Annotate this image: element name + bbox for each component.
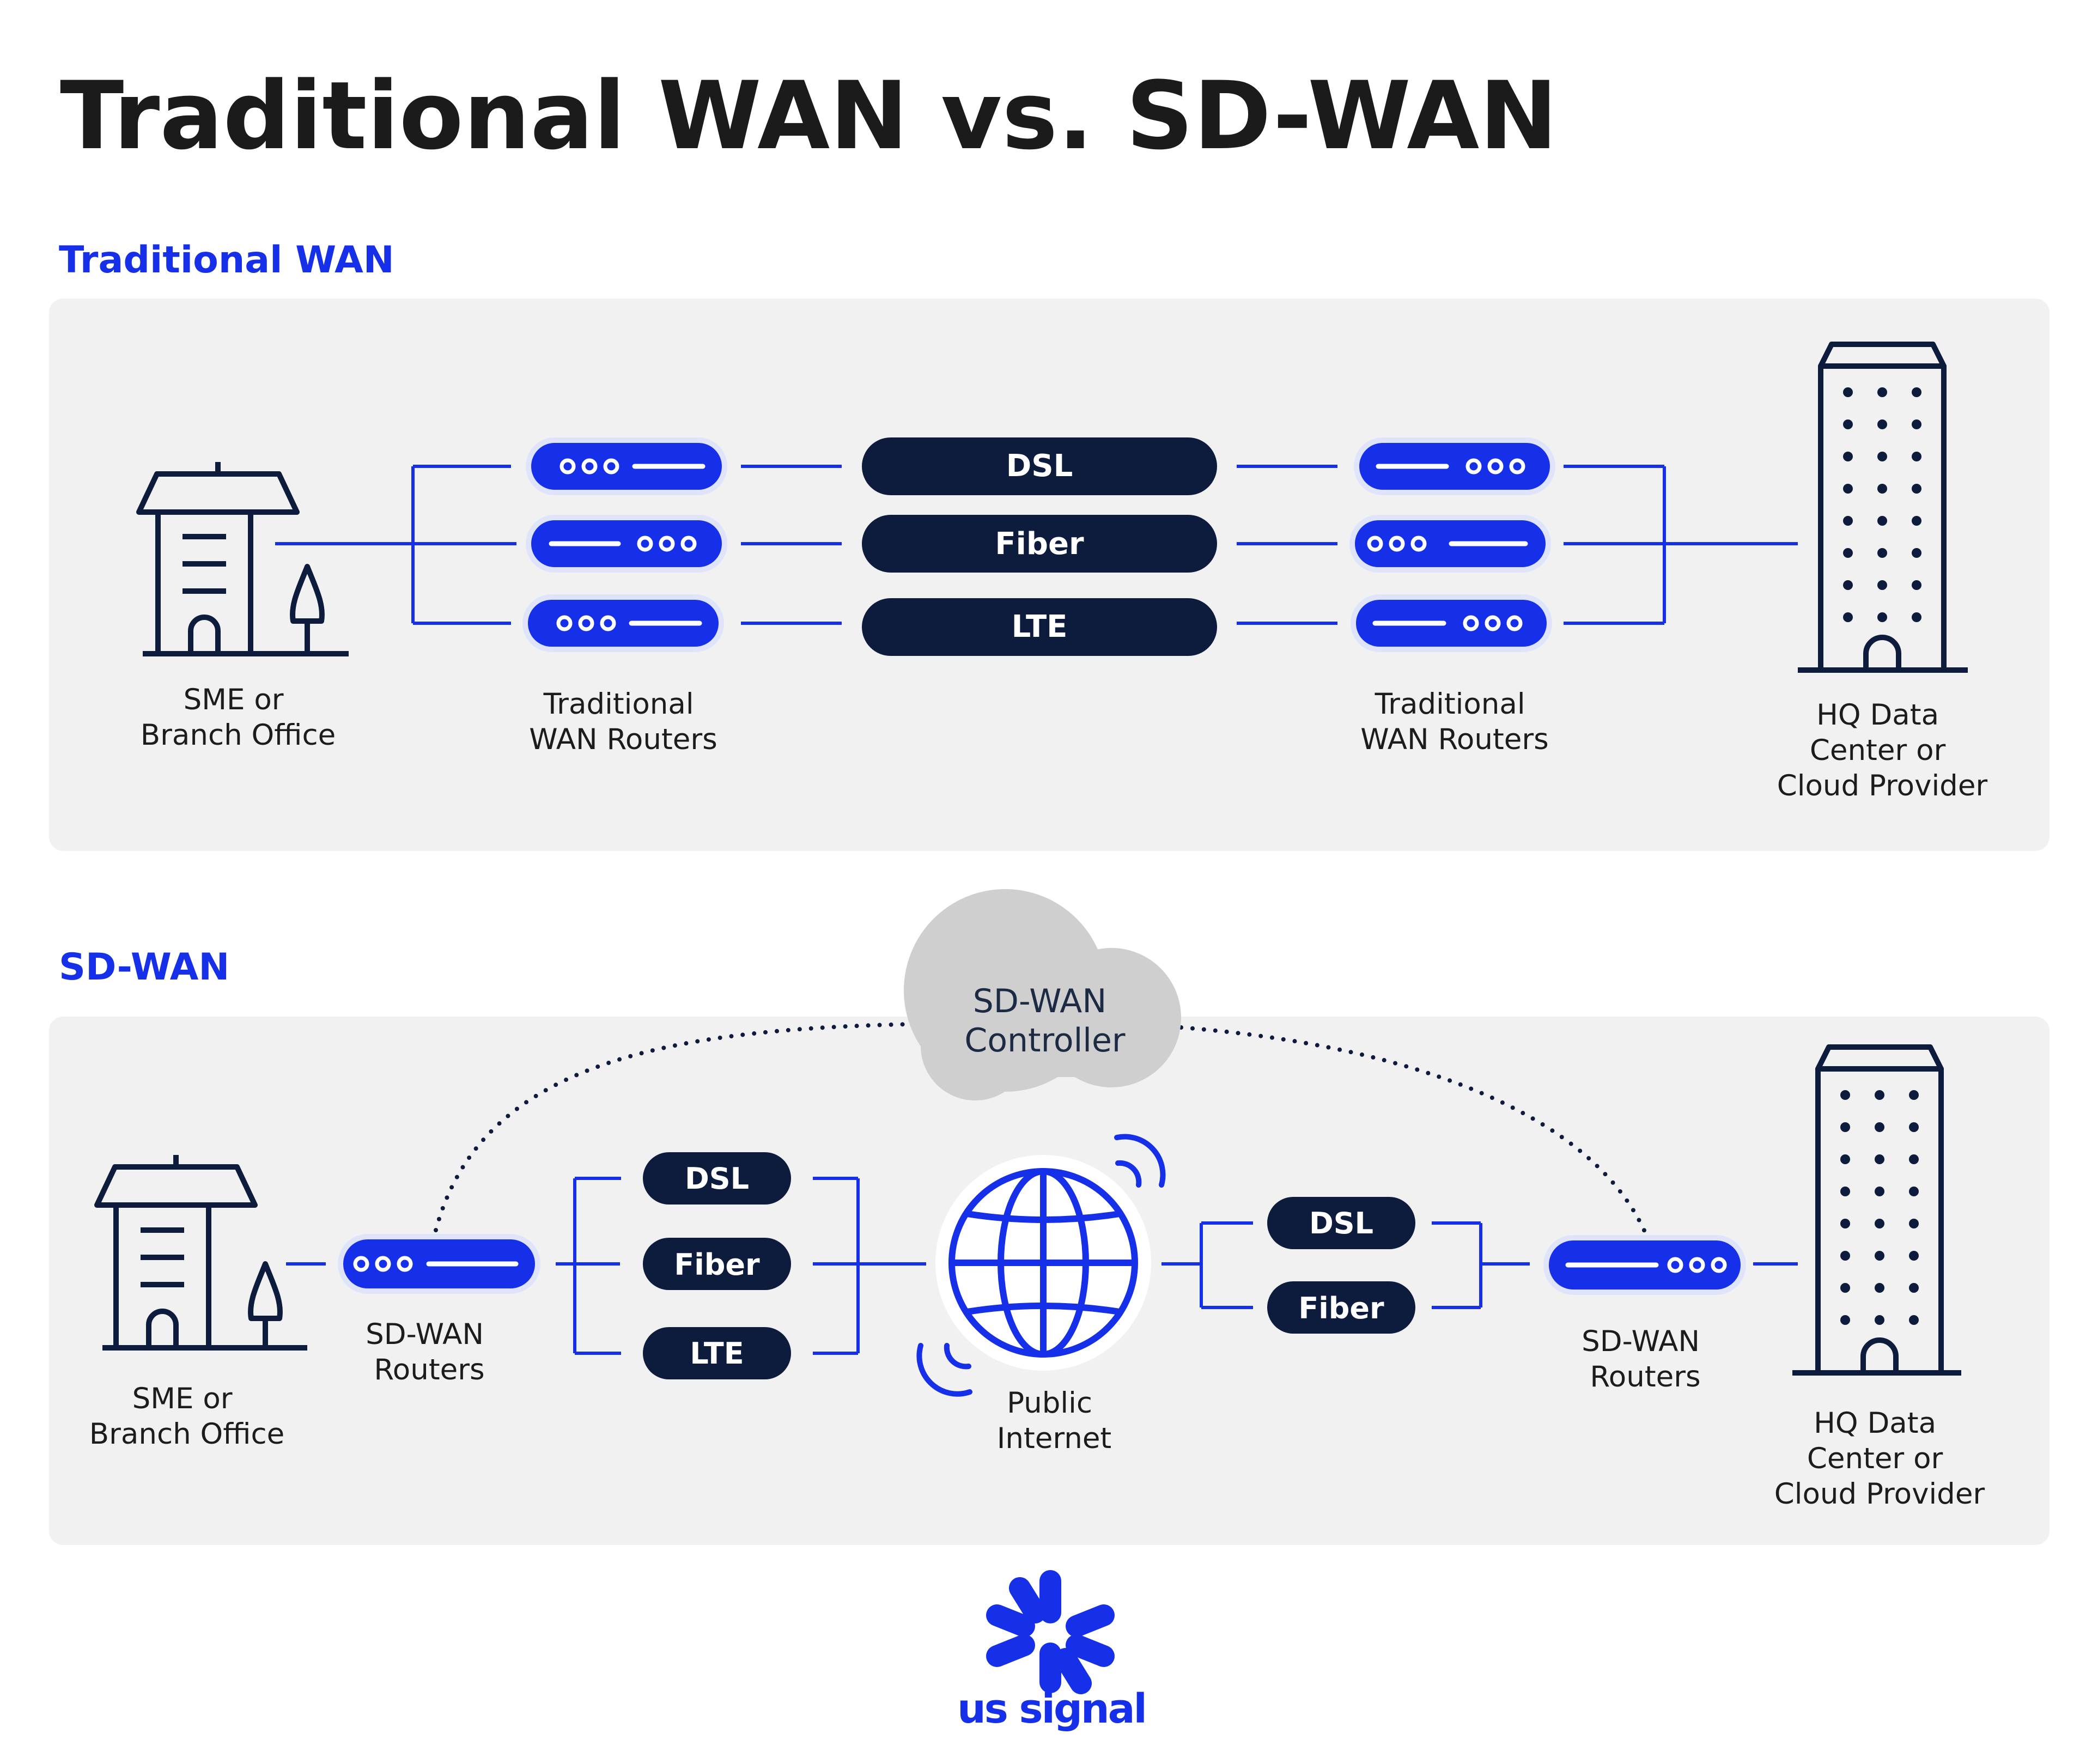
branch-office-icon [136, 462, 349, 656]
traditional-routers-left-label: Traditional WAN Routers [529, 688, 717, 756]
sdwan-router-right [1543, 1235, 1746, 1295]
sdwan-controller-cloud-icon [904, 889, 1181, 1100]
sdwan-link-lte-left: LTE [643, 1327, 791, 1379]
svg-text:DSL: DSL [1006, 448, 1073, 484]
hq-label: HQ Data Center or Cloud Provider [1777, 698, 1988, 802]
traditional-routers-right-label: Traditional WAN Routers [1360, 688, 1549, 756]
hq-building-icon [1798, 342, 1968, 673]
sdwan-routers-left-label: SD-WAN Routers [366, 1318, 493, 1386]
sdwan-link-fiber-left: Fiber [643, 1238, 791, 1290]
traditional-heading: Traditional WAN [59, 239, 394, 282]
traditional-router-right-3 [1351, 594, 1552, 652]
traditional-left-connectors [275, 465, 1798, 625]
sdwan-hq-label: HQ Data Center or Cloud Provider [1774, 1407, 1985, 1511]
sdwan-hq-building-icon [1792, 1044, 1961, 1376]
sdwan-routers-right-label: SD-WAN Routers [1582, 1325, 1709, 1394]
traditional-router-right-2 [1349, 515, 1551, 573]
logo-wordmark: us signal [957, 1686, 1146, 1732]
branch-office-label: SME or Branch Office [141, 683, 336, 752]
svg-text:Fiber: Fiber [995, 526, 1084, 562]
traditional-router-left-1 [526, 437, 727, 495]
sdwan-controller-label: SD-WAN Controller [964, 982, 1125, 1060]
svg-text:Fiber: Fiber [1298, 1291, 1384, 1325]
public-internet-label: Public Internet [997, 1386, 1111, 1455]
sdwan-branch-office-icon [94, 1155, 307, 1351]
page-title: Traditional WAN vs. SD-WAN [60, 61, 1558, 171]
sdwan-branch-office-label: SME or Branch Office [89, 1382, 285, 1451]
svg-text:LTE: LTE [690, 1336, 744, 1371]
svg-text:DSL: DSL [685, 1161, 749, 1196]
traditional-panel [49, 299, 2050, 851]
traditional-link-dsl: DSL [862, 437, 1217, 495]
traditional-router-left-2 [526, 515, 727, 573]
svg-text:LTE: LTE [1012, 609, 1068, 644]
traditional-router-left-3 [522, 594, 724, 652]
svg-text:DSL: DSL [1309, 1206, 1373, 1240]
sdwan-router-left [338, 1234, 540, 1294]
sdwan-link-dsl-right: DSL [1267, 1197, 1415, 1249]
sdwan-link-dsl-left: DSL [643, 1152, 791, 1205]
sdwan-connectors [286, 1177, 1798, 1355]
controller-dotted-links [434, 1022, 1652, 1245]
traditional-link-lte: LTE [862, 598, 1217, 656]
public-internet-globe-icon [916, 1134, 1166, 1397]
traditional-router-right-1 [1354, 437, 1555, 495]
asterisk-logo-icon [986, 1570, 1115, 1694]
svg-text:Fiber: Fiber [674, 1248, 760, 1282]
sdwan-heading: SD-WAN [59, 946, 229, 989]
sdwan-link-fiber-right: Fiber [1267, 1281, 1415, 1334]
traditional-link-fiber: Fiber [862, 515, 1217, 573]
